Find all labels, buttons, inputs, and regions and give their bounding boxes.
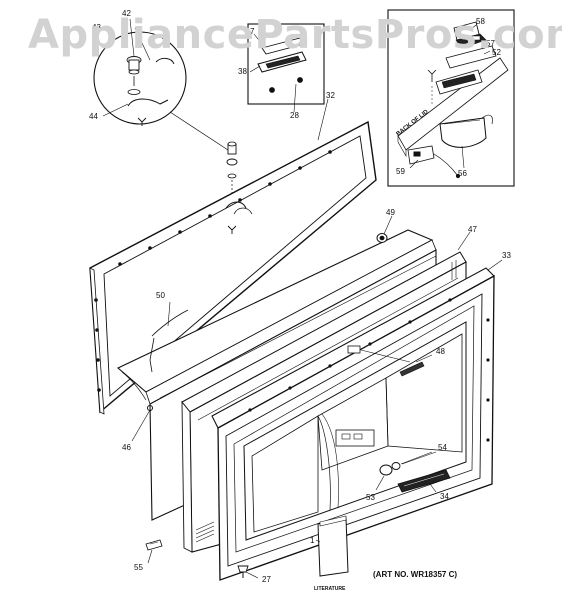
nameplate-part-34 [397,469,451,493]
callout-47: 47 [468,225,477,234]
callout-42: 42 [122,9,131,18]
back-of-lid-detail-box: BACK OF LID [387,9,515,187]
gasket-screw-holes [94,150,332,392]
callout-49: 49 [386,208,395,217]
callout-44: 44 [89,112,98,121]
callout-32: 32 [326,91,335,100]
handle-detail-box [247,23,325,105]
door-inner-recess [243,321,467,541]
callout-53: 53 [366,493,375,502]
vent-grille [195,260,457,543]
callout-57: 57 [486,39,495,48]
callout-52: 52 [492,48,501,57]
knob-part-49 [376,233,388,243]
callout-33: 33 [502,251,511,260]
art-number: (ART NO. WR18357 C) [373,570,458,579]
callout-48: 48 [436,347,445,356]
latch-part-48 [347,345,425,377]
watermark: AppliancePartsPros.com [28,12,562,58]
callout-54: 54 [438,443,447,452]
callout-38: 38 [238,67,247,76]
callout-labels: 42 43 44 7 38 28 32 50 46 49 47 33 48 54… [89,9,511,584]
callout-50: 50 [156,291,165,300]
callout-55: 55 [134,563,143,572]
literature-label: LITERATURE [314,586,346,592]
callout-1: 1 [310,536,315,545]
callout-43: 43 [92,23,101,32]
lock-cylinder-part-53-54 [379,451,433,476]
callout-58: 58 [476,17,485,26]
callout-59: 59 [396,167,405,176]
hinge-stack [225,141,253,234]
callout-34: 34 [440,492,449,501]
leader-lines [102,18,503,579]
screw-part-27 [237,565,249,578]
literature-booklet-part-1: LITERATURE [314,515,349,592]
callout-46: 46 [122,443,131,452]
gasket-frame-part-32 [89,120,377,415]
callout-28: 28 [290,111,299,120]
detail-circle-hinge [93,31,229,151]
callout-57-handle: 7 [250,27,255,36]
callout-27: 27 [262,575,271,584]
frame-screw-holes [248,298,490,442]
clip-part-55 [145,539,163,551]
callout-56: 56 [458,169,467,178]
